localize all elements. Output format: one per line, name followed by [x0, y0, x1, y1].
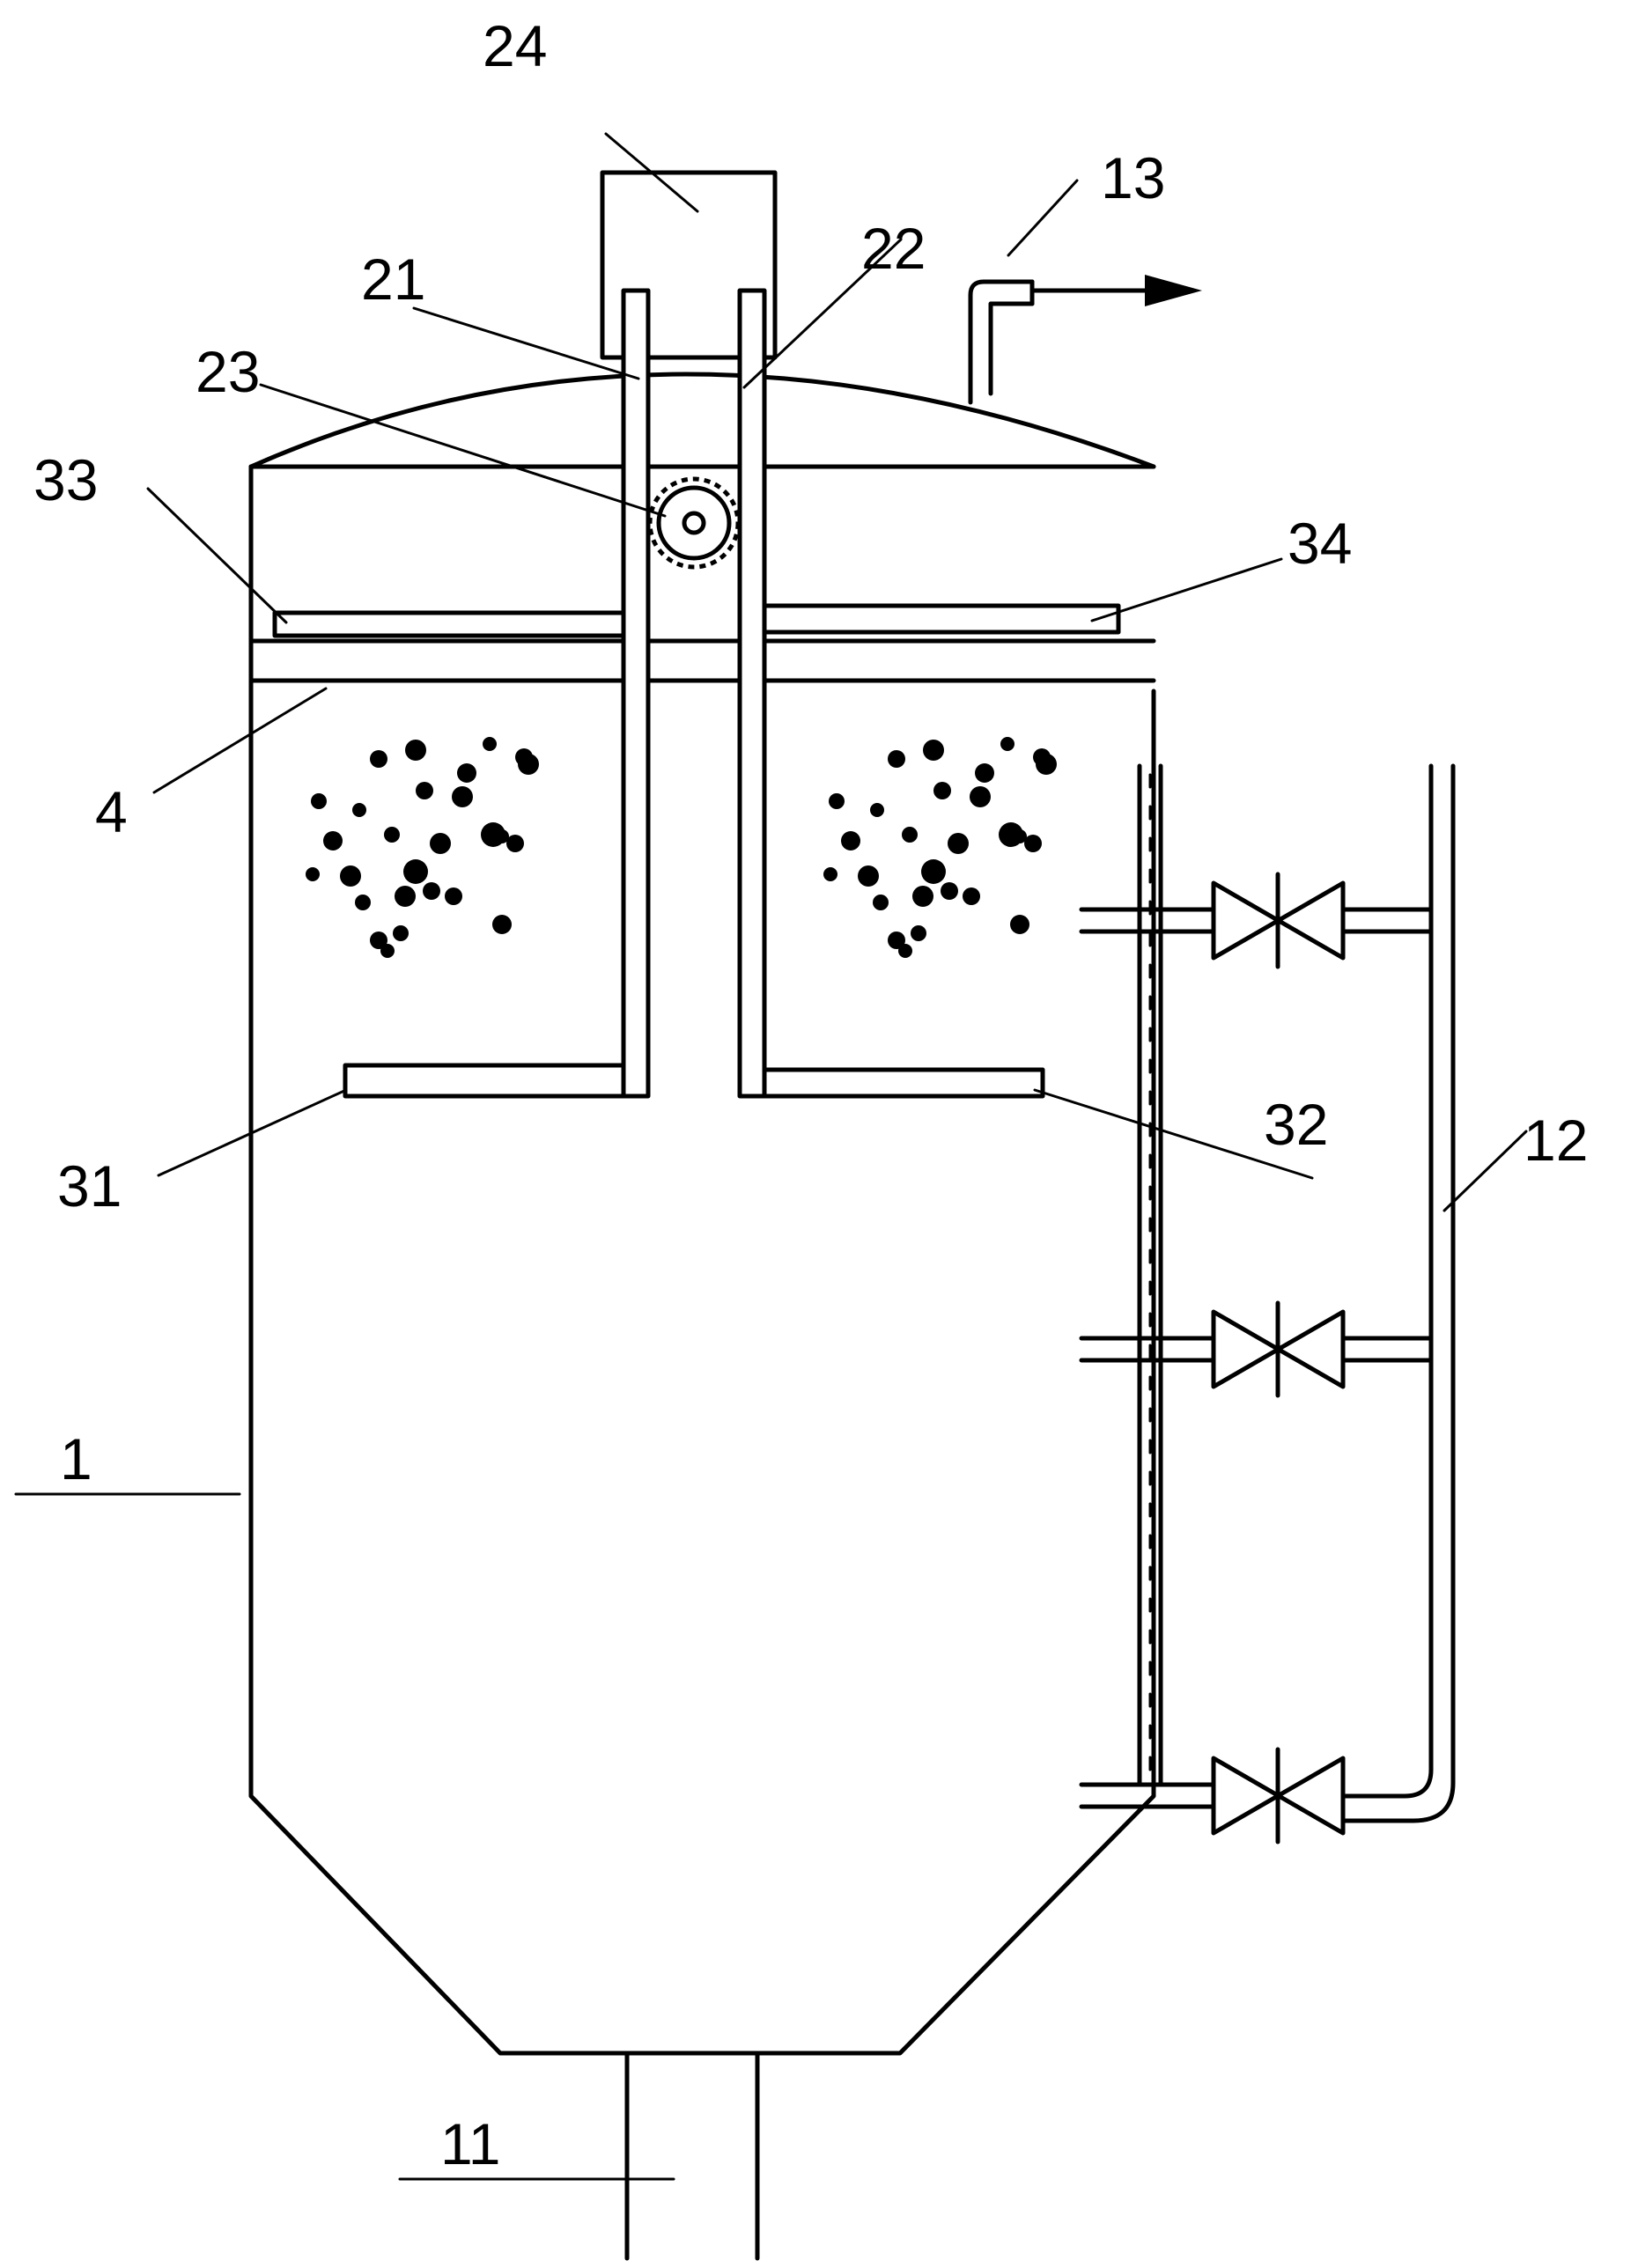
valve-icon: [1211, 1747, 1346, 1845]
particle: [1000, 737, 1015, 751]
label-left-shaft: 21: [361, 247, 425, 312]
particle: [923, 740, 944, 761]
particle: [393, 925, 409, 941]
arrow-right-icon: [1029, 275, 1202, 306]
vessel-body: [248, 464, 1156, 2056]
branch-pipe-2: [1079, 1336, 1434, 1363]
lower-left-arm: [343, 1063, 626, 1099]
particle: [405, 740, 426, 761]
label-upper-left-arm: 33: [33, 447, 98, 512]
label-motor-box: 24: [483, 13, 547, 78]
particle: [384, 827, 400, 843]
particle: [970, 786, 991, 807]
particle: [445, 887, 462, 905]
right-shaft: [737, 288, 767, 1099]
particle: [898, 944, 912, 958]
particle: [999, 822, 1023, 847]
label-plate: 4: [95, 779, 128, 844]
particles-left: [306, 737, 539, 958]
particle: [870, 803, 884, 817]
label-top-outlet: 13: [1101, 145, 1165, 210]
particle: [506, 835, 524, 852]
particle: [888, 932, 905, 949]
particle: [873, 895, 889, 910]
label-gear: 23: [196, 339, 260, 404]
particle: [352, 803, 366, 817]
particle: [518, 754, 539, 775]
particle: [452, 786, 473, 807]
particle: [941, 882, 958, 900]
upper-right-arm: [762, 603, 1121, 635]
particle: [323, 831, 343, 850]
particle: [340, 865, 361, 887]
particle: [948, 833, 969, 854]
particle: [963, 887, 980, 905]
particle: [380, 944, 395, 958]
particle: [1010, 915, 1029, 934]
particle: [423, 882, 440, 900]
particle: [841, 831, 860, 850]
particle: [403, 859, 428, 884]
particle: [370, 932, 387, 949]
particle: [483, 737, 497, 751]
upper-left-arm: [272, 610, 626, 638]
label-side-pipe: 12: [1524, 1108, 1588, 1173]
branch-pipe-1: [1079, 907, 1434, 934]
top-outlet-pipe: [968, 279, 1035, 405]
particle: [933, 782, 951, 799]
particle: [306, 867, 320, 881]
gear-icon: [647, 476, 741, 570]
particle: [430, 833, 451, 854]
side-pipe: [1340, 763, 1456, 1823]
label-upper-right-arm: 34: [1288, 511, 1352, 576]
particle: [481, 822, 505, 847]
label-lower-right-arm: 32: [1264, 1092, 1328, 1157]
particle: [370, 750, 387, 768]
particle: [912, 886, 933, 907]
particle: [416, 782, 433, 799]
label-right-shaft: 22: [861, 216, 926, 281]
particle: [355, 895, 371, 910]
label-vessel: 1: [60, 1426, 92, 1491]
particle: [858, 865, 879, 887]
side-jacket: [1137, 763, 1163, 1786]
dome-roof: [248, 372, 1156, 469]
particle: [975, 763, 994, 783]
left-shaft: [621, 288, 651, 1099]
valve-icon: [1211, 872, 1346, 969]
particle: [829, 793, 845, 809]
particle: [902, 827, 918, 843]
label-bottom-outlet: 11: [440, 2111, 501, 2176]
particle: [921, 859, 946, 884]
particle: [888, 750, 905, 768]
valve-icon: [1211, 1300, 1346, 1398]
particle: [911, 925, 926, 941]
particle: [492, 915, 512, 934]
particle: [1024, 835, 1042, 852]
particle: [1036, 754, 1057, 775]
particle: [395, 886, 416, 907]
leader-lines: [14, 132, 1528, 2181]
bottom-outlet-pipe: [624, 2051, 760, 2261]
lower-right-arm: [762, 1067, 1045, 1099]
particle: [311, 793, 327, 809]
particle: [823, 867, 837, 881]
particles-right: [823, 737, 1057, 958]
particle: [457, 763, 476, 783]
label-lower-left-arm: 31: [57, 1153, 122, 1219]
branch-pipe-3: [1079, 1782, 1216, 1809]
